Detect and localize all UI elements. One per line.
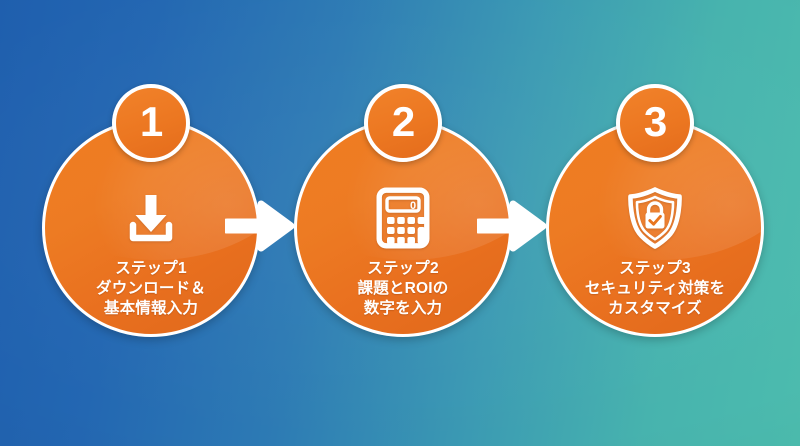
- step-3-caption-line-1: ステップ3: [619, 260, 691, 277]
- step-3[interactable]: 3 ステップ3 セキュリティ対策を カスタマイズ: [546, 84, 764, 337]
- step-3-caption-line-3: カスタマイズ: [608, 299, 702, 317]
- step-2-caption-line-3: 数字を入力: [363, 299, 443, 317]
- step-1-caption-line-1: ステップ1: [115, 260, 187, 277]
- step-2-number: 2: [391, 98, 415, 145]
- step-1-caption: ステップ1 ダウンロード＆ 基本情報入力: [42, 259, 260, 318]
- download-icon: [42, 181, 260, 255]
- step-3-caption: ステップ3 セキュリティ対策を カスタマイズ: [546, 259, 764, 318]
- arrow-right-icon-2: [477, 198, 549, 254]
- step-2-caption: ステップ2 課題とROIの 数字を入力: [294, 259, 512, 318]
- step-3-number: 3: [643, 98, 667, 145]
- arrow-right-icon-1: [225, 198, 297, 254]
- step-1[interactable]: 1 ステップ1 ダウンロード＆ 基本情報入力: [42, 84, 260, 337]
- step-2-caption-line-1: ステップ2: [367, 260, 439, 277]
- step-1-number-badge: 1: [112, 84, 190, 162]
- step-1-caption-line-2: ダウンロード＆: [96, 279, 206, 297]
- step-1-caption-line-3: 基本情報入力: [103, 299, 199, 317]
- calculator-display-value: 0: [410, 200, 416, 212]
- step-2-caption-line-2: 課題とROIの: [357, 279, 449, 297]
- step-2[interactable]: 2 0: [294, 84, 512, 337]
- step-3-caption-line-2: セキュリティ対策を: [584, 279, 726, 297]
- calculator-icon: 0: [294, 181, 512, 255]
- step-3-number-badge: 3: [616, 84, 694, 162]
- step-2-number-badge: 2: [364, 84, 442, 162]
- step-1-number: 1: [139, 98, 163, 145]
- shield-lock-icon: [546, 181, 764, 255]
